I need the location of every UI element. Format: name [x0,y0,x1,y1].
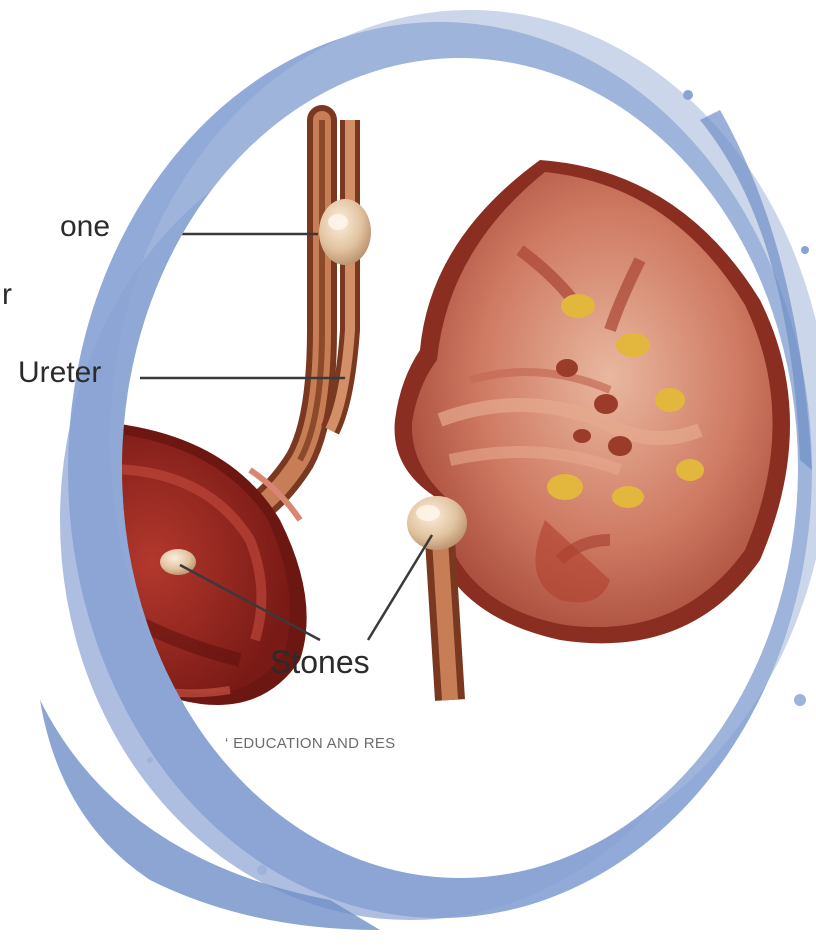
label-stone: one [60,210,110,244]
label-ureter: Ureter [18,356,101,390]
pelvis-stone [407,496,467,550]
lower-ureter [440,540,450,700]
label-stones: Stones [270,644,370,681]
ureter-stone [319,199,371,265]
label-partial-r: r [2,278,12,312]
source-credit: ‘ EDUCATION AND RES [225,735,395,752]
